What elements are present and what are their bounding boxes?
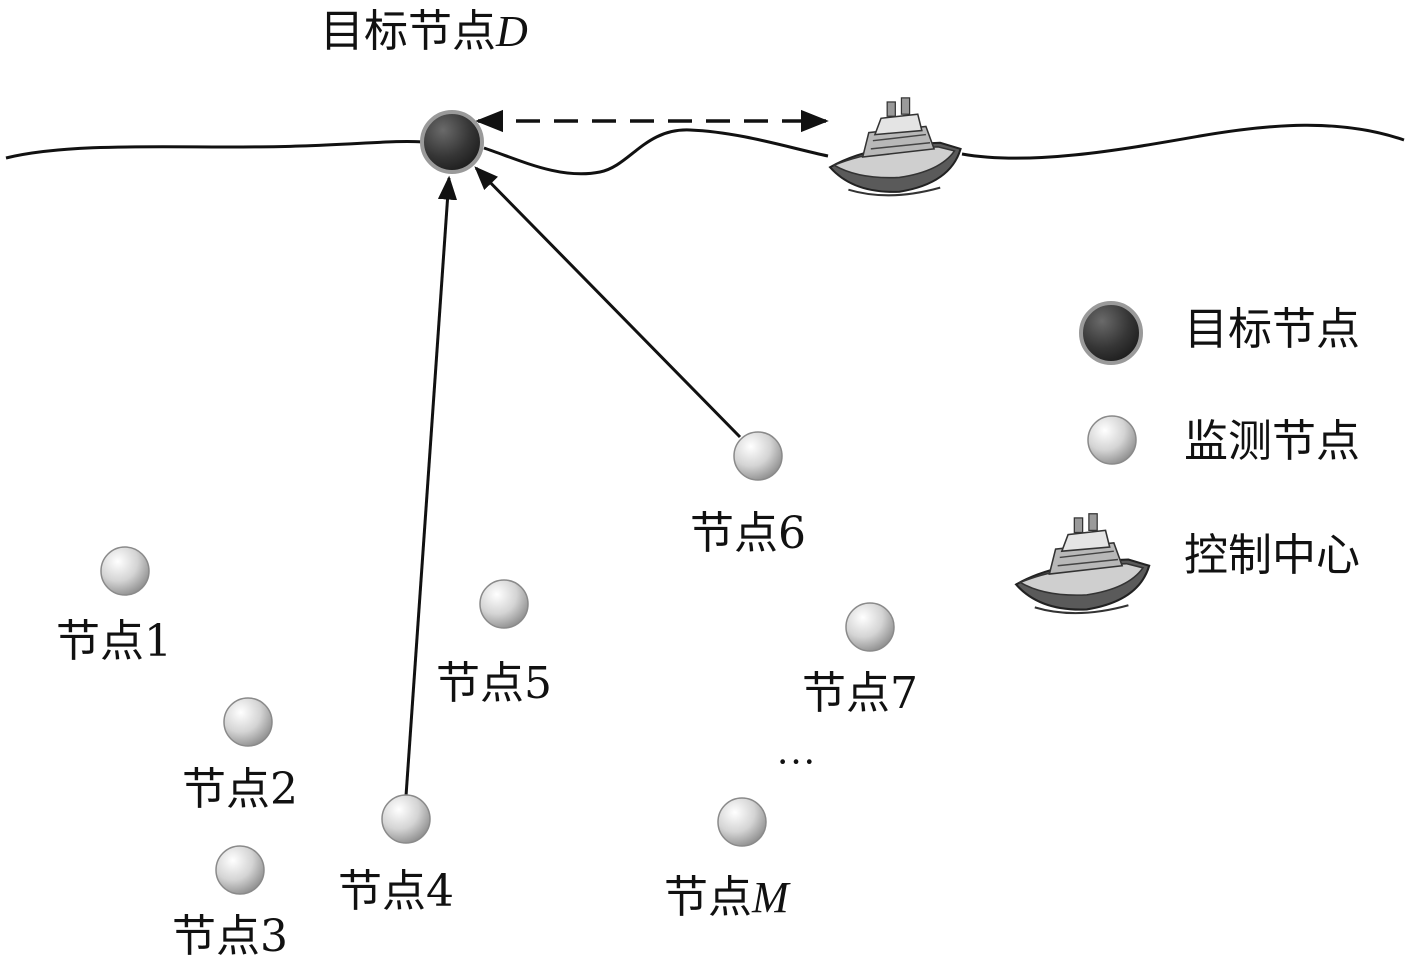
sea-surface-right bbox=[961, 123, 1405, 160]
legend-target-symbol bbox=[1079, 301, 1143, 365]
legend-monitor-symbol bbox=[1087, 415, 1137, 465]
node-7 bbox=[845, 602, 895, 652]
legend-target-label: 目标节点 bbox=[1184, 304, 1360, 355]
node-m bbox=[717, 797, 767, 847]
node-m-label: 节点M bbox=[664, 872, 789, 923]
node-2-label: 节点2 bbox=[182, 764, 298, 815]
node-3 bbox=[215, 845, 265, 895]
ship-icon bbox=[829, 96, 962, 197]
node-3-label: 节点3 bbox=[172, 911, 288, 962]
legend-control-label: 控制中心 bbox=[1184, 530, 1360, 581]
legend-ship-icon bbox=[1015, 512, 1151, 615]
node-1-label: 节点1 bbox=[56, 616, 172, 667]
node-4 bbox=[381, 794, 431, 844]
arrow-node6-to-target bbox=[474, 166, 742, 439]
legend-monitor-label: 监测节点 bbox=[1184, 416, 1360, 467]
node-5-label: 节点5 bbox=[436, 658, 552, 709]
sea-surface-left bbox=[5, 139, 423, 160]
node-7-label: 节点7 bbox=[802, 668, 918, 719]
target-node bbox=[420, 110, 484, 174]
arrow-node4-to-target bbox=[404, 175, 458, 797]
target-node-label: 目标节点D bbox=[320, 6, 528, 57]
node-6 bbox=[733, 431, 783, 481]
more-nodes-ellipsis: ··· bbox=[776, 739, 816, 784]
node-5 bbox=[479, 579, 529, 629]
node-1 bbox=[100, 546, 150, 596]
node-2 bbox=[223, 697, 273, 747]
node-4-label: 节点4 bbox=[338, 866, 454, 917]
node-6-label: 节点6 bbox=[690, 508, 806, 559]
sea-surface-middle bbox=[483, 128, 829, 176]
